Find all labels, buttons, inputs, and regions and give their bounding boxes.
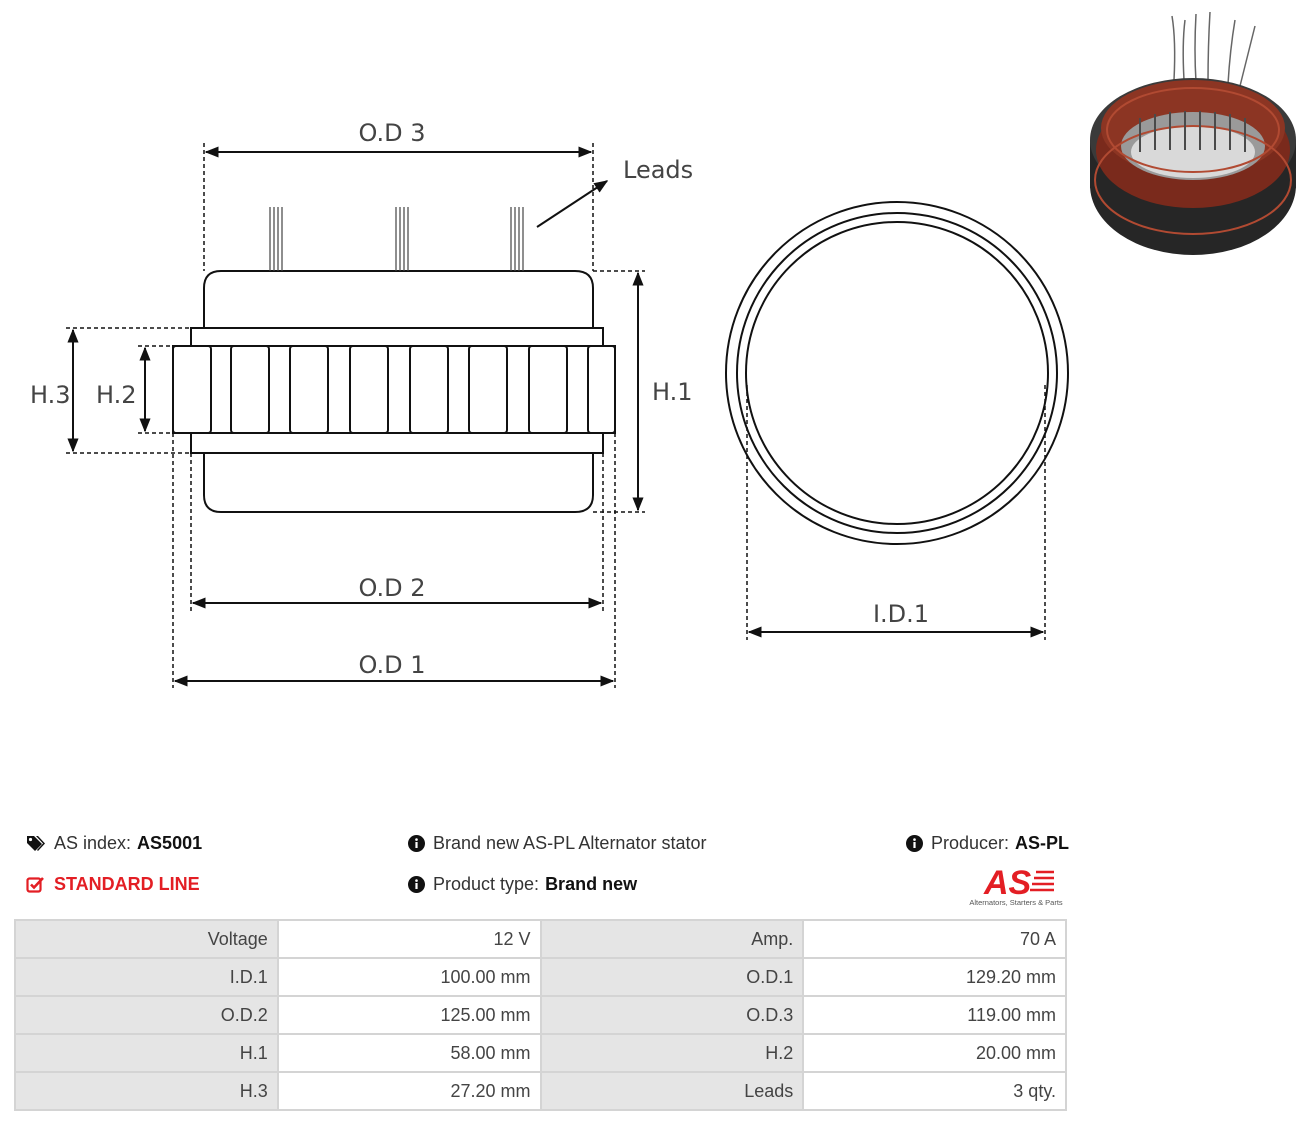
info-icon: [408, 876, 425, 893]
spec-label: O.D.3: [539, 995, 805, 1035]
product-type: Product type: Brand new: [408, 874, 637, 895]
spec-value: 12 V: [276, 919, 542, 959]
extension-lines: [66, 143, 1046, 688]
lead-wires: [269, 207, 524, 271]
id1-label: I.D.1: [873, 600, 929, 628]
spec-value: 58.00 mm: [276, 1033, 542, 1073]
spec-label: H.2: [539, 1033, 805, 1073]
info-icon: [408, 835, 425, 852]
standard-line-badge: STANDARD LINE: [26, 874, 200, 895]
product-type-label: Product type:: [433, 874, 540, 894]
check-square-icon: [26, 876, 46, 894]
od3-label: O.D 3: [359, 119, 426, 147]
product-description: Brand new AS-PL Alternator stator: [408, 833, 706, 854]
info-icon: [906, 835, 923, 852]
lower-winding: [203, 453, 594, 513]
spec-value: 125.00 mm: [276, 995, 542, 1035]
producer: Producer: AS-PL: [906, 833, 1069, 854]
as-pl-logo: AS Alternators, Starters & Parts: [969, 864, 1063, 907]
stator-photo: [1090, 11, 1296, 255]
spec-label: H.1: [14, 1033, 279, 1073]
spec-label: O.D.1: [539, 957, 805, 997]
od1-label: O.D 1: [359, 651, 426, 679]
spec-value: 100.00 mm: [276, 957, 542, 997]
h2-label: H.2: [96, 381, 137, 409]
as-index-label: AS index:: [54, 833, 132, 853]
standard-line-label: STANDARD LINE: [54, 874, 200, 894]
spec-label: Voltage: [14, 919, 279, 959]
spec-label: I.D.1: [14, 957, 279, 997]
spec-value: 119.00 mm: [802, 995, 1067, 1035]
h1-label: H.1: [652, 378, 693, 406]
tags-icon: [26, 835, 46, 853]
h3-label: H.3: [30, 381, 71, 409]
as-index-value: AS5001: [137, 833, 203, 853]
leads-pointer: [536, 180, 609, 228]
producer-value: AS-PL: [1015, 833, 1070, 853]
spec-value: 70 A: [802, 919, 1067, 959]
svg-text:Alternators, Starters & Parts: Alternators, Starters & Parts: [969, 898, 1063, 907]
leads-label: Leads: [623, 156, 693, 184]
spec-label: Leads: [539, 1071, 805, 1111]
svg-text:AS: AS: [983, 864, 1032, 902]
spec-value: 3 qty.: [802, 1071, 1067, 1111]
description-text: Brand new AS-PL Alternator stator: [433, 833, 707, 853]
upper-winding: [203, 270, 594, 328]
spec-value: 27.20 mm: [276, 1071, 542, 1111]
spec-label: O.D.2: [14, 995, 279, 1035]
stator-teeth: [172, 345, 616, 434]
producer-label: Producer:: [931, 833, 1010, 853]
technical-drawing: O.D 3 Leads H.3 H.2 H.1 O.D 2 O.D 1 I.D.…: [30, 119, 1069, 688]
od2-label: O.D 2: [359, 574, 426, 602]
top-flange: [190, 327, 604, 347]
spec-label: Amp.: [539, 919, 805, 959]
end-view: [725, 201, 1069, 545]
bottom-flange: [190, 432, 604, 454]
stator-core: [172, 345, 616, 434]
product-type-value: Brand new: [545, 874, 638, 894]
spec-value: 20.00 mm: [802, 1033, 1067, 1073]
spec-label: H.3: [14, 1071, 279, 1111]
spec-value: 129.20 mm: [802, 957, 1067, 997]
as-index: AS index: AS5001: [26, 833, 202, 854]
